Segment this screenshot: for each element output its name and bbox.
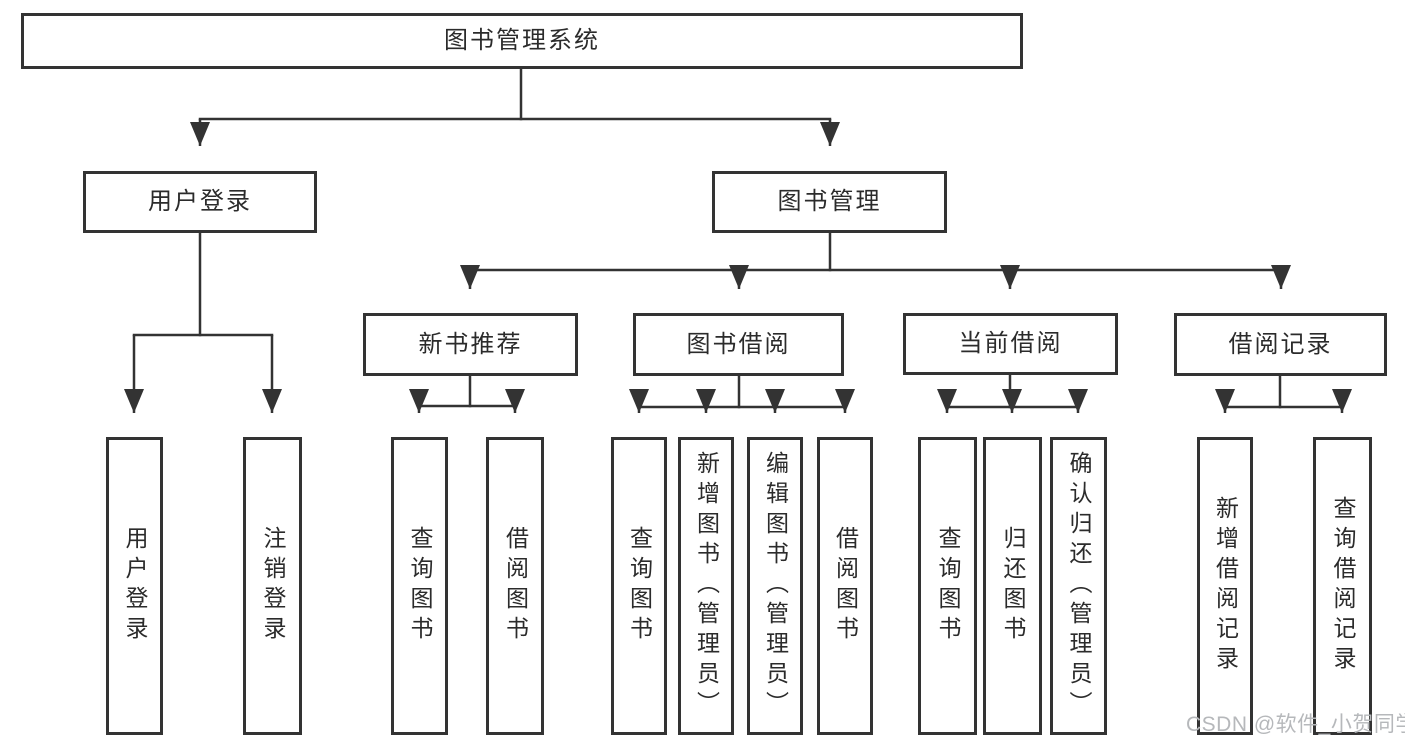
node-label: 新增借阅记录 — [1212, 496, 1239, 676]
node-label: 归还图书 — [1000, 526, 1026, 646]
node-library-system: 图书管理系统 — [21, 13, 1023, 69]
node-label: 注销登录 — [260, 526, 286, 646]
node-leaf-logout: 注销登录 — [243, 437, 302, 735]
node-label: 当前借阅 — [958, 330, 1063, 357]
watermark: CSDN @软件_小贺同学 — [1186, 713, 1405, 736]
node-label: 查询借阅记录 — [1330, 496, 1356, 676]
node-leaf-query-borrow-record: 查询借阅记录 — [1313, 437, 1372, 735]
node-user-login: 用户登录 — [83, 171, 317, 233]
node-leaf-add-book-admin: 新增图书（管理员） — [678, 437, 734, 735]
node-label: 图书管理 — [777, 188, 882, 215]
node-book-borrowing: 图书借阅 — [633, 313, 844, 376]
node-label: 查询图书 — [935, 526, 961, 646]
node-leaf-borrow-books: 借阅图书 — [486, 437, 544, 735]
node-label: 用户登录 — [122, 526, 148, 646]
node-label: 借阅图书 — [502, 526, 529, 646]
node-label: 图书管理系统 — [444, 27, 600, 54]
node-leaf-query-books: 查询图书 — [391, 437, 448, 735]
node-label: 查询图书 — [626, 526, 653, 646]
node-book-management: 图书管理 — [712, 171, 947, 233]
node-label: 确认归还（管理员） — [1066, 451, 1092, 721]
node-label: 新增图书（管理员） — [693, 451, 720, 721]
node-current-borrowing: 当前借阅 — [903, 313, 1118, 375]
node-label: 图书借阅 — [686, 330, 791, 358]
node-leaf-return-books: 归还图书 — [983, 437, 1042, 735]
node-label: 借阅图书 — [832, 526, 859, 646]
node-borrowing-records: 借阅记录 — [1174, 313, 1387, 376]
node-leaf-query-books: 查询图书 — [918, 437, 977, 735]
node-label: 新书推荐 — [418, 330, 523, 358]
node-label: 用户登录 — [148, 188, 252, 215]
node-leaf-edit-book-admin: 编辑图书（管理员） — [747, 437, 803, 735]
node-leaf-confirm-return-admin: 确认归还（管理员） — [1050, 437, 1107, 735]
node-label: 编辑图书（管理员） — [762, 451, 789, 721]
node-leaf-add-borrow-record: 新增借阅记录 — [1197, 437, 1253, 735]
node-label: 借阅记录 — [1228, 330, 1333, 358]
node-leaf-query-books: 查询图书 — [611, 437, 667, 735]
node-leaf-user-login: 用户登录 — [106, 437, 163, 735]
node-new-book-recommend: 新书推荐 — [363, 313, 578, 376]
node-label: 查询图书 — [407, 526, 433, 646]
node-leaf-borrow-books: 借阅图书 — [817, 437, 873, 735]
